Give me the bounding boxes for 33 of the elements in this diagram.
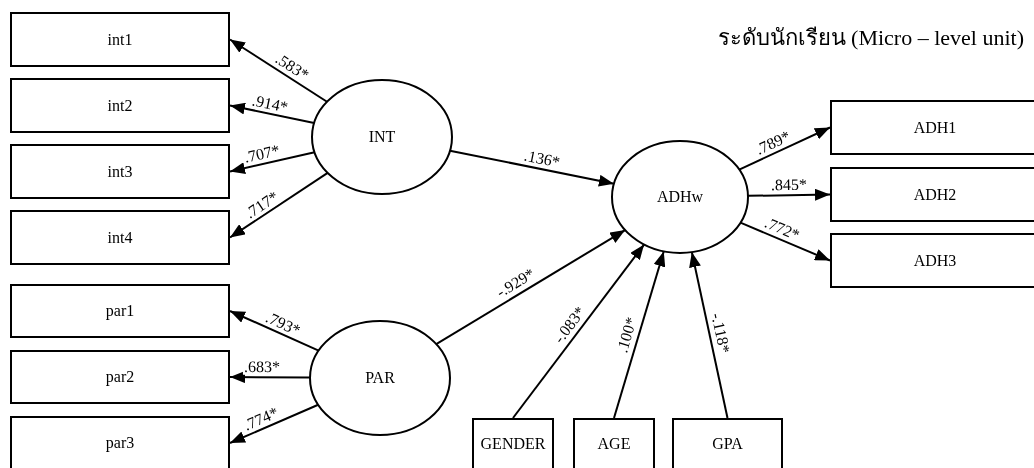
arrow [613, 250, 666, 419]
arrow [738, 126, 831, 171]
arrow [747, 188, 831, 201]
observed-variable-box: ADH3 [830, 233, 1034, 288]
observed-variable-box: GENDER [472, 418, 554, 468]
arrow [435, 229, 627, 346]
edge-label: .845* [769, 176, 808, 194]
observed-variable-box: par1 [10, 284, 230, 338]
observed-variable-box: GPA [672, 418, 783, 468]
observed-variable-box: ADH1 [830, 100, 1034, 155]
arrow [229, 403, 320, 444]
observed-variable-box: int4 [10, 210, 230, 265]
observed-variable-box: AGE [573, 418, 655, 468]
arrow [229, 171, 329, 239]
observed-variable-box: int2 [10, 78, 230, 133]
arrow [229, 38, 328, 103]
arrow [229, 310, 320, 352]
arrow [739, 221, 831, 262]
edge-label: .683* [243, 359, 282, 376]
arrow [689, 251, 729, 419]
observed-variable-box: par2 [10, 350, 230, 404]
observed-variable-box: int1 [10, 12, 230, 67]
latent-variable-ellipse: ADHw [611, 140, 749, 254]
title: ระดับนักเรียน (Micro – level unit) [717, 24, 1024, 52]
observed-variable-box: int3 [10, 144, 230, 199]
latent-variable-ellipse: INT [311, 79, 453, 195]
arrow [512, 243, 646, 419]
arrow [448, 149, 615, 187]
observed-variable-box: ADH2 [830, 167, 1034, 222]
latent-variable-ellipse: PAR [309, 320, 451, 436]
arrow [229, 151, 316, 175]
arrow [229, 371, 311, 384]
observed-variable-box: par3 [10, 416, 230, 468]
